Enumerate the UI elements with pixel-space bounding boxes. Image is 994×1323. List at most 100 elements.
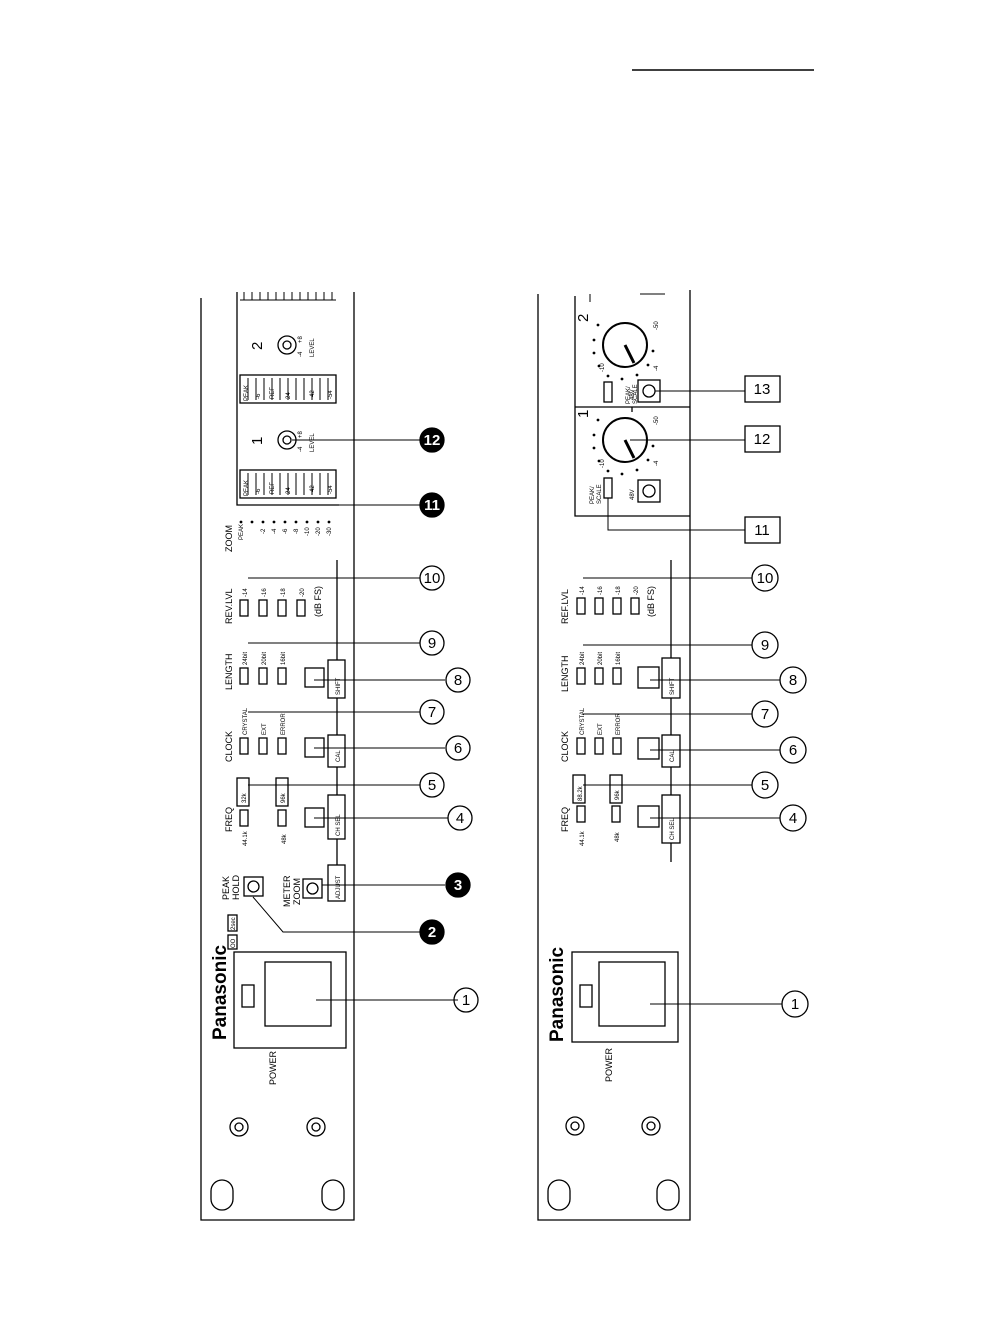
- rack-screw: [565, 1116, 585, 1136]
- peak-hold-label-line1: PEAK: [221, 876, 231, 900]
- right-callout-1: [781, 990, 809, 1018]
- reflvl-led: [576, 597, 586, 615]
- level-scale-ch2-min: -4: [298, 351, 304, 357]
- peak-scale-switch-ch1[interactable]: [603, 477, 613, 499]
- right-reflvl-label: REF.LVL: [560, 589, 570, 624]
- gain-knob-ch2[interactable]: [602, 322, 648, 368]
- knob-scale-dots: [592, 323, 655, 476]
- right-callout-6-text: 6: [789, 742, 797, 759]
- freq-led: [611, 805, 621, 823]
- zoom-scale-6: -6: [283, 528, 289, 534]
- reflvl-led: [239, 599, 249, 617]
- left-panel-frame: [200, 292, 355, 1221]
- length-led: [594, 667, 604, 685]
- meter-ch2-24: 24: [286, 392, 292, 399]
- reflvl-led: [296, 599, 306, 617]
- freq-led: [239, 809, 249, 827]
- freq-box: [609, 774, 623, 804]
- peak-hold-oo-label: OO: [231, 938, 237, 948]
- zoom-scale-2: -2: [261, 528, 267, 534]
- left-reflvl-18: -18: [281, 588, 287, 597]
- rack-slot: [321, 1179, 345, 1211]
- right-freq-441: 44.1k: [580, 830, 586, 846]
- clock-push-button[interactable]: [637, 737, 660, 760]
- chsel-button-label: CH SEL: [336, 814, 342, 836]
- left-callout-11-text: 11: [424, 497, 440, 514]
- top-strip: [589, 293, 665, 302]
- right-reflvl-14: -14: [580, 586, 586, 595]
- right-callout-5-text: 5: [761, 777, 769, 794]
- level-label-ch2: LEVEL: [310, 338, 316, 357]
- left-length-16: 16bit: [281, 652, 287, 665]
- left-brand: Panasonic: [210, 945, 231, 1040]
- chsel-button[interactable]: [661, 794, 681, 844]
- length-push-button[interactable]: [304, 667, 325, 688]
- zoom-scale-4: -4: [272, 528, 278, 534]
- peak-scale-switch-ch2[interactable]: [603, 381, 613, 403]
- shift-button[interactable]: [661, 657, 681, 699]
- shift-button-label: SHIFT: [336, 677, 342, 695]
- length-led: [239, 667, 249, 685]
- reflvl-led: [594, 597, 604, 615]
- left-clock-error: ERROR: [281, 713, 287, 735]
- left-callout-6-text: 6: [454, 740, 462, 757]
- clock-led: [277, 737, 287, 755]
- reflvl-led: [258, 599, 268, 617]
- cal-button[interactable]: [661, 734, 681, 768]
- right-callout-4: [779, 804, 807, 832]
- knob-scale-ch1-max: -50: [654, 416, 660, 425]
- reflvl-led: [277, 599, 287, 617]
- length-push-button[interactable]: [637, 666, 660, 689]
- rack-screw: [234, 1122, 244, 1132]
- meter-ch2-42: -42: [310, 390, 316, 399]
- meter-zoom-label-line2: ZOOM: [292, 878, 302, 905]
- left-power-label: POWER: [268, 1050, 278, 1085]
- peak-hold-2sec-label: 2sec: [231, 917, 237, 930]
- peak-hold-label-line2: HOLD: [231, 874, 241, 900]
- freq-box: [275, 777, 289, 807]
- chsel-button[interactable]: [327, 794, 346, 840]
- freq-box: [236, 777, 250, 807]
- right-panel-frame: [537, 290, 691, 1221]
- right-clock-crystal: CRYSTAL: [580, 707, 586, 735]
- left-clock-ext: EXT: [262, 723, 268, 735]
- level-scale-ch1-max: +8: [298, 430, 304, 438]
- right-callout-6: [779, 736, 807, 764]
- right-callout-4-text: 4: [789, 810, 797, 827]
- meter-ch2-peak: PEAK: [244, 385, 250, 401]
- peak-hold-button[interactable]: [243, 876, 264, 897]
- left-callout-2-text: 2: [428, 924, 436, 941]
- freq-push-button[interactable]: [637, 805, 660, 828]
- shift-button[interactable]: [327, 659, 346, 699]
- rack-screw: [570, 1121, 580, 1131]
- rack-slot: [547, 1179, 571, 1211]
- left-length-label: LENGTH: [224, 653, 234, 690]
- left-callout-6: [445, 735, 471, 761]
- peak-scale-ch1-line2: SCALE: [597, 484, 603, 504]
- level-knob-ch2[interactable]: [277, 335, 297, 355]
- rack-slot: [656, 1179, 680, 1211]
- left-callout-5: [419, 772, 445, 798]
- phantom-48v-button-ch1-inner: [642, 484, 656, 498]
- phantom-48v-button-ch1[interactable]: [637, 479, 661, 503]
- peak-hold-2sec: [227, 914, 238, 932]
- left-reflvl-label: REV.LVL: [224, 588, 234, 624]
- right-callout-7-text: 7: [761, 706, 769, 723]
- knob-scale-ch2-min: -10: [600, 363, 606, 372]
- meter-ch1-6: -6: [256, 488, 262, 494]
- meter-ch2-ref: REF: [270, 387, 276, 399]
- meter-zoom-button[interactable]: [302, 878, 323, 899]
- left-freq-48: 48k: [282, 833, 288, 844]
- zoom-label: ZOOM: [224, 525, 234, 552]
- right-clock-label: CLOCK: [560, 731, 570, 762]
- left-callout-3-text: 3: [454, 877, 462, 894]
- power-button[interactable]: [264, 961, 332, 1027]
- cal-button[interactable]: [327, 734, 346, 768]
- power-button[interactable]: [598, 961, 666, 1027]
- left-callout-1: [453, 987, 479, 1013]
- phantom-48v-ch2-label: 48V: [630, 389, 636, 400]
- right-clock-ext: EXT: [598, 723, 604, 735]
- right-callout-9-text: 9: [761, 637, 769, 654]
- adjust-button[interactable]: [327, 864, 346, 902]
